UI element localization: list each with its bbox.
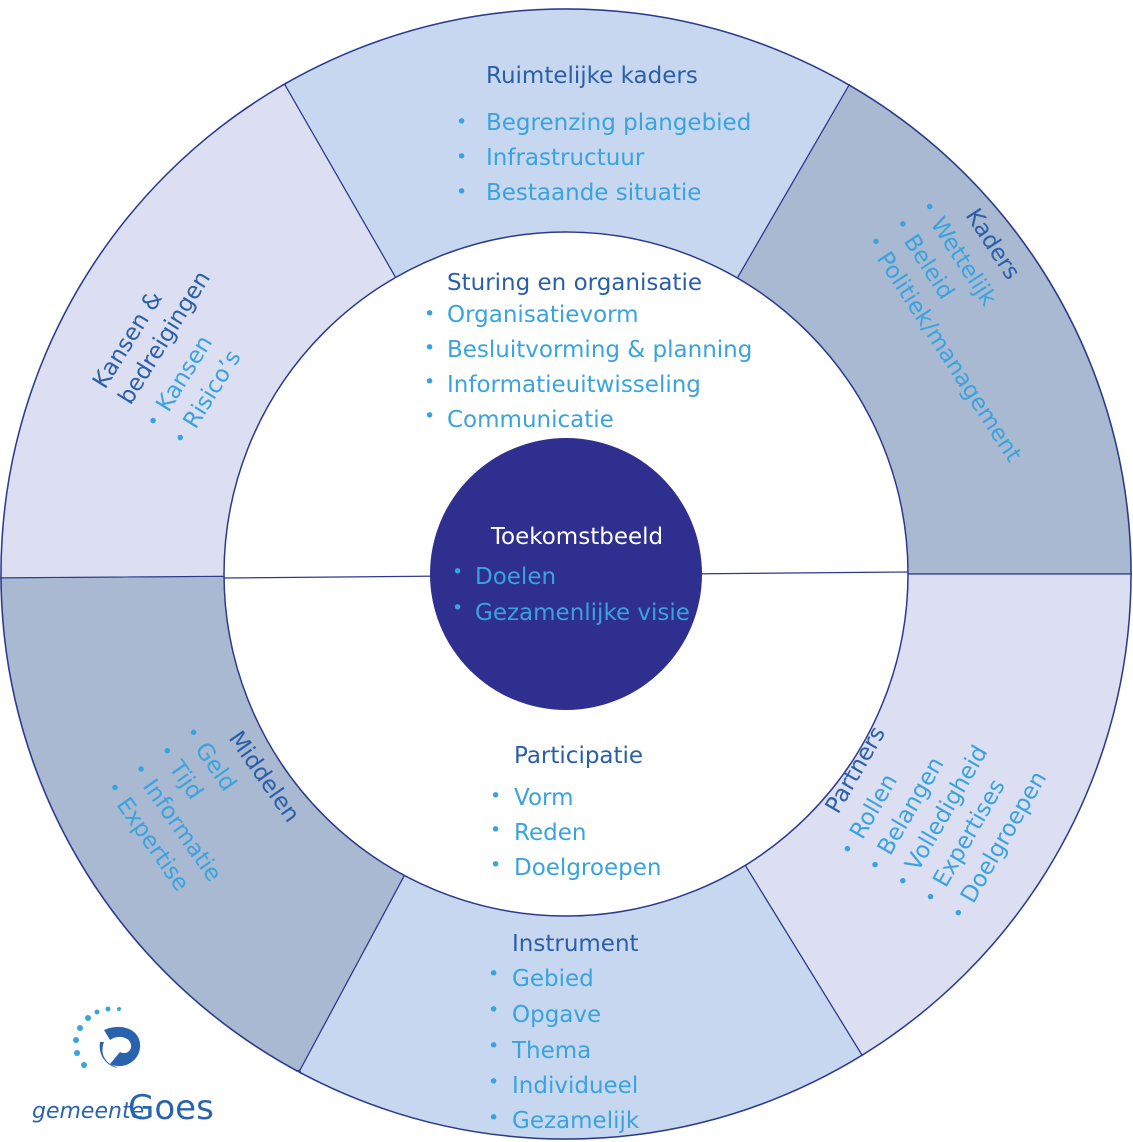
bullet: •	[490, 854, 501, 876]
segment-instrument: Instrument • Gebied • Opgave • Thema • I…	[488, 931, 640, 1134]
center-circle	[430, 438, 702, 710]
segment-item-infrastructuur: Infrastructuur	[486, 145, 645, 171]
inner-item-doelgroepen: Doelgroepen	[514, 855, 661, 881]
center-item-doelen: Doelen	[475, 564, 556, 590]
bullet: •	[456, 181, 467, 203]
segment-item-thema: Thema	[511, 1038, 591, 1064]
bullet: •	[452, 597, 463, 619]
gemeente-goes-logo: gemeente Goes	[32, 1006, 214, 1128]
bullet: •	[424, 371, 435, 393]
bullet: •	[424, 303, 435, 325]
goes-swirl-logo-icon	[73, 1006, 141, 1068]
center-title: Toekomstbeeld	[490, 524, 663, 550]
center-block: Toekomstbeeld • Doelen • Gezamenlijke vi…	[452, 524, 690, 626]
inner-title-sturing-en-organisatie: Sturing en organisatie	[447, 270, 702, 296]
segment-item-gezamelijk: Gezamelijk	[512, 1108, 640, 1134]
bullet: •	[488, 1071, 499, 1093]
logo-name: Goes	[128, 1088, 214, 1128]
segment-item-bestaande-situatie: Bestaande situatie	[486, 180, 701, 206]
segment-title-ruimtelijke-kaders: Ruimtelijke kaders	[486, 63, 698, 89]
segment-item-begrenzing-plangebied: Begrenzing plangebied	[486, 110, 751, 136]
segment-item-individueel: Individueel	[512, 1073, 638, 1099]
segment-item-opgave: Opgave	[512, 1002, 601, 1028]
bullet: •	[488, 1035, 499, 1057]
bullet: •	[488, 1107, 499, 1129]
segment-item-gebied: Gebied	[512, 966, 594, 992]
bullet: •	[488, 999, 499, 1021]
inner-title-participatie: Participatie	[514, 743, 643, 769]
inner-item-vorm: Vorm	[514, 785, 573, 811]
bullet: •	[424, 405, 435, 427]
bullet: •	[452, 561, 463, 583]
inner-block-participatie: Participatie • Vorm • Reden • Doelgroepe…	[490, 743, 661, 881]
center-item-gezamenlijke-visie: Gezamenlijke visie	[475, 600, 690, 626]
bullet: •	[456, 111, 467, 133]
bullet: •	[456, 146, 467, 168]
bullet: •	[424, 337, 435, 359]
segment-ruimtelijke-kaders: Ruimtelijke kaders • Begrenzing plangebi…	[456, 63, 751, 206]
inner-block-sturing: Sturing en organisatie • Organisatievorm…	[424, 270, 752, 433]
inner-item-informatieuitwisseling: Informatieuitwisseling	[447, 372, 701, 398]
inner-item-reden: Reden	[514, 820, 586, 846]
segment-title-instrument: Instrument	[512, 931, 639, 957]
bullet: •	[488, 963, 499, 985]
inner-item-organisatievorm: Organisatievorm	[447, 302, 639, 328]
outer-ring-outline	[0, 8, 1132, 1140]
inner-item-besluitvorming: Besluitvorming & planning	[447, 337, 752, 363]
inner-item-communicatie: Communicatie	[447, 407, 614, 433]
bullet: •	[490, 819, 501, 841]
bullet: •	[490, 785, 501, 807]
logo-prefix: gemeente	[32, 1099, 144, 1124]
